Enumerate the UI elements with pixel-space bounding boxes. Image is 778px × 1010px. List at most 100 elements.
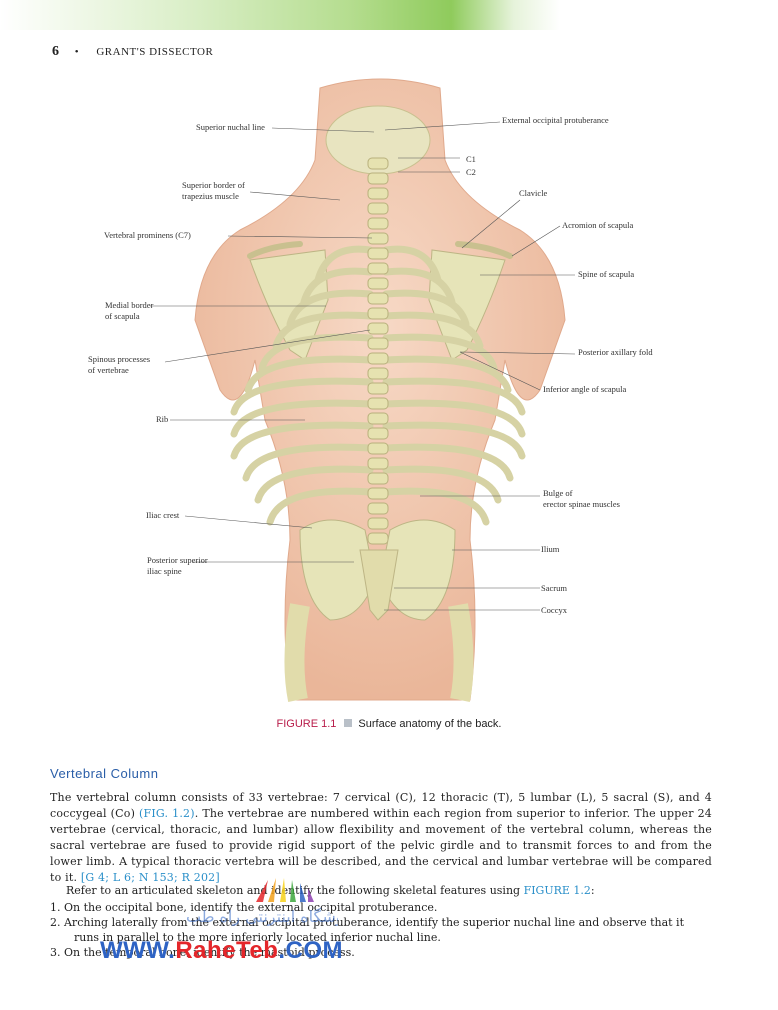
vertebra <box>367 472 389 485</box>
vertebra <box>367 262 389 275</box>
label-inferior-angle-scapula: Inferior angle of scapula <box>543 384 627 394</box>
vertebra <box>367 382 389 395</box>
step-2: 2. Arching laterally from the external o… <box>50 916 684 944</box>
label-psis: Posterior superior iliac spine <box>147 555 208 576</box>
label-erector-spinae: Bulge of erector spinae muscles <box>543 488 620 509</box>
vertebra <box>367 247 389 260</box>
wm-suffix: .COM <box>278 937 344 964</box>
vertebra <box>367 292 389 305</box>
running-head: 6 • GRANT'S DISSECTOR <box>52 44 213 60</box>
figure-1-2-ref[interactable]: FIGURE 1.2 <box>523 884 591 897</box>
label-iliac-crest: Iliac crest <box>146 510 180 520</box>
rib <box>382 487 490 526</box>
vertebral-column <box>367 157 389 545</box>
vertebra <box>367 367 389 380</box>
figure-1-2-link[interactable]: (FIG. 1.2) <box>139 807 195 820</box>
paragraph-text-2: . The vertebrae are numbered within each… <box>50 807 712 884</box>
label-clavicle: Clavicle <box>519 188 548 198</box>
vertebra <box>367 307 389 320</box>
vertebra <box>367 187 389 200</box>
vertebra <box>367 157 389 170</box>
rib <box>382 399 526 438</box>
left-femur <box>284 603 310 702</box>
vertebra <box>367 277 389 290</box>
vertebra <box>367 487 389 500</box>
refer-instruction: Refer to an articulated skeleton and ide… <box>66 884 595 897</box>
left-clavicle <box>247 241 303 259</box>
figure-back-anatomy: Superior nuchal line External occipital … <box>0 60 778 710</box>
right-femur <box>448 603 474 702</box>
vertebra <box>367 397 389 410</box>
right-ilium <box>379 519 456 621</box>
rib <box>254 465 374 504</box>
rib <box>382 355 512 394</box>
rib <box>382 421 526 460</box>
label-ilium: Ilium <box>541 544 560 554</box>
label-superior-border-trapezius: Superior border of trapezius muscle <box>182 180 245 201</box>
label-medial-border-scapula: Medial border of scapula <box>105 300 154 321</box>
wm-prefix: WWW. <box>100 937 176 964</box>
leader-lines <box>150 121 576 611</box>
label-external-occipital-protuberance: External occipital protuberance <box>502 115 609 125</box>
rib <box>230 377 374 416</box>
rib <box>382 289 470 328</box>
vertebra <box>367 232 389 245</box>
rib <box>314 245 374 284</box>
rib <box>230 421 374 460</box>
label-vertebral-prominens: Vertebral prominens (C7) <box>104 230 191 240</box>
rib <box>272 311 374 350</box>
header-separator: • <box>74 46 80 58</box>
sacrum-shape <box>359 549 399 621</box>
vertebra <box>367 457 389 470</box>
refer-end: : <box>590 884 595 897</box>
wm-brand: RaheTeb <box>175 937 279 964</box>
top-decorative-bar <box>0 0 778 30</box>
paragraph-text-1: The vertebral column consists of 33 vert… <box>50 791 712 820</box>
figure-id: FIGURE 1.1 <box>276 718 337 730</box>
left-ilium <box>299 519 376 621</box>
rib <box>382 333 498 372</box>
vertebra <box>367 217 389 230</box>
dissection-steps: 1. On the occipital bone, identify the e… <box>50 900 710 960</box>
rib <box>242 443 374 482</box>
refer-text: Refer to an articulated skeleton and ide… <box>66 884 524 897</box>
rib-cage <box>230 245 526 526</box>
section-heading: Vertebral Column <box>50 766 159 781</box>
label-spinous-processes: Spinous processes of vertebrae <box>88 354 151 375</box>
atlas-reference[interactable]: [G 4; L 6; N 153; R 202] <box>80 871 220 884</box>
label-superior-nuchal-line: Superior nuchal line <box>196 122 265 132</box>
rib <box>382 377 526 416</box>
page-number: 6 <box>52 44 60 59</box>
vertebra <box>367 427 389 440</box>
caption-text: Surface anatomy of the back. <box>358 718 502 730</box>
rib <box>382 443 514 482</box>
label-spine-of-scapula: Spine of scapula <box>578 269 635 279</box>
vertebra <box>367 532 389 545</box>
label-posterior-axillary-fold: Posterior axillary fold <box>578 347 653 357</box>
vertebra <box>367 442 389 455</box>
label-rib: Rib <box>156 414 169 424</box>
figure-caption: FIGURE 1.1 Surface anatomy of the back. <box>0 718 778 730</box>
rib <box>300 267 374 306</box>
rib <box>244 355 374 394</box>
vertebra <box>367 172 389 185</box>
rib <box>258 333 374 372</box>
rib <box>382 267 456 306</box>
label-coccyx: Coccyx <box>541 605 567 615</box>
vertebra <box>367 502 389 515</box>
body-paragraph: The vertebral column consists of 33 vert… <box>50 790 712 886</box>
vertebra <box>367 352 389 365</box>
label-c1: C1 <box>466 154 476 164</box>
caption-square-icon <box>344 719 353 727</box>
rib <box>266 487 374 526</box>
step-1: 1. On the occipital bone, identify the e… <box>50 901 438 914</box>
vertebra <box>367 337 389 350</box>
right-clavicle <box>455 241 513 259</box>
vertebra <box>367 322 389 335</box>
label-c2: C2 <box>466 167 476 177</box>
rib <box>230 399 374 438</box>
vertebra <box>367 412 389 425</box>
running-title: GRANT'S DISSECTOR <box>96 46 214 58</box>
step-3: 3. On the temporal bone, identify the ma… <box>50 946 355 959</box>
rib <box>382 245 442 284</box>
